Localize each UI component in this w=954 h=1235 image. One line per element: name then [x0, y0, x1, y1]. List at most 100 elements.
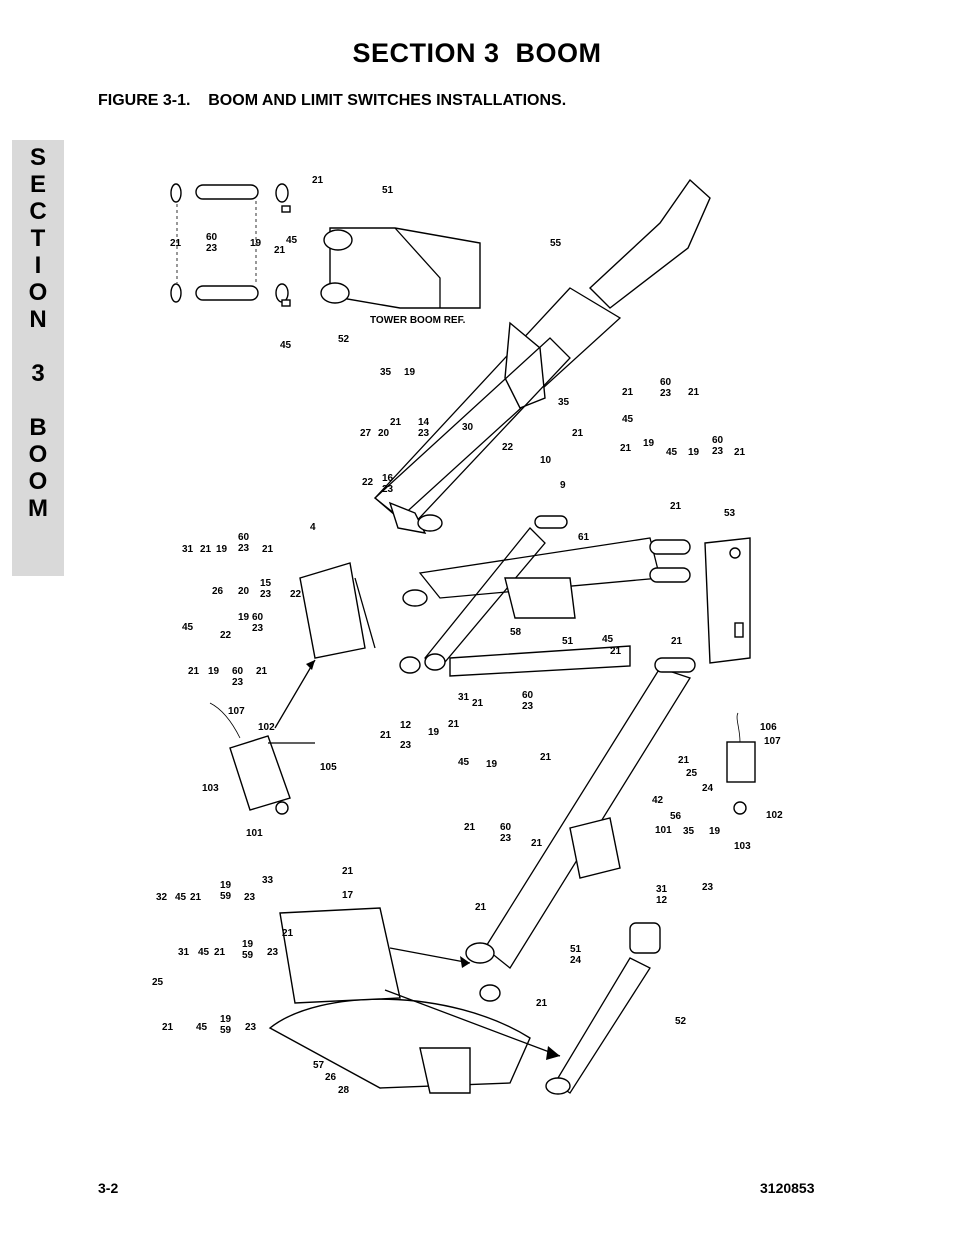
section-title: SECTION 3 BOOM [352, 38, 602, 68]
callout-number: 21 [475, 902, 487, 913]
side-tab-letter: E [29, 171, 46, 198]
callout-number: 12 [656, 895, 668, 906]
bracket-4 [299, 562, 376, 659]
cylinder-9 [424, 515, 568, 671]
main-boom [374, 337, 571, 534]
callout-number: 106 [760, 722, 777, 733]
callout-number: 102 [258, 722, 275, 733]
page-number: 3-2 [98, 1180, 119, 1196]
cylinder-58 [399, 645, 631, 677]
callout-number: 16 [382, 473, 394, 484]
callout-number: 23 [238, 543, 250, 554]
callout-number: 19 [220, 880, 232, 891]
callout-number: 19 [250, 238, 262, 249]
tower-boom-ref-note: TOWER BOOM REF. [370, 315, 466, 326]
callout-number: 23 [418, 428, 430, 439]
callout-number: 61 [578, 532, 590, 543]
callout-number: 21 [610, 646, 622, 657]
callout-number: 23 [702, 882, 714, 893]
callout-number: 21 [620, 443, 632, 454]
callout-number: 45 [182, 622, 194, 633]
callout-number: 59 [220, 1025, 232, 1036]
callout-number: 107 [764, 736, 781, 747]
side-tab-letter: T [30, 225, 46, 252]
callout-number: 19 [242, 939, 254, 950]
callout-number: 45 [280, 340, 292, 351]
callout-number: 10 [540, 455, 552, 466]
callout-number: 15 [260, 578, 272, 589]
callout-number: 45 [198, 947, 210, 958]
side-tab-letter: O [28, 279, 48, 306]
callout-number: 60 [206, 232, 218, 243]
callout-number: 55 [550, 238, 562, 249]
callout-number: 23 [244, 892, 256, 903]
callout-number: 19 [486, 759, 498, 770]
callout-number: 18 [150, 168, 162, 171]
callout-number: 45 [196, 1022, 208, 1033]
callout-number: 21 [256, 666, 268, 677]
callout-number: 21 [274, 245, 286, 256]
callout-number: 19 [208, 666, 220, 677]
callout-number: 60 [238, 532, 250, 543]
side-tab-letter: N [29, 306, 47, 333]
side-tab-letter: I [34, 252, 42, 279]
callout-number: 33 [262, 875, 274, 886]
callout-number: 60 [660, 377, 672, 388]
callout-number: 21 [536, 998, 548, 1009]
callout-number: 23 [206, 243, 218, 254]
callout-number: 20 [378, 428, 390, 439]
callout-number: 26 [325, 1072, 337, 1083]
side-tab-letter: O [28, 441, 48, 468]
callout-number: 102 [766, 810, 783, 821]
callout-number: 19 [428, 727, 440, 738]
callout-number: 53 [724, 508, 736, 519]
pin-group-upper [170, 183, 291, 307]
callout-number: 14 [418, 417, 430, 428]
callout-number: 25 [152, 977, 164, 988]
callout-number: 21 [540, 752, 552, 763]
callout-number: 32 [156, 892, 168, 903]
callout-number: 23 [522, 701, 534, 712]
side-tab-letter: S [29, 144, 46, 171]
callout-number: 22 [502, 442, 514, 453]
callout-number: 19 [688, 447, 700, 458]
callout-number: 21 [380, 730, 392, 741]
callout-number: 23 [232, 677, 244, 688]
callout-number: 23 [712, 446, 724, 457]
callout-number: 23 [260, 589, 272, 600]
callout-number: 21 [342, 866, 354, 877]
callout-number: 21 [390, 417, 402, 428]
callout-number: 21 [671, 636, 683, 647]
callout-number: 45 [458, 757, 470, 768]
callout-number: 4 [310, 522, 316, 533]
callout-number: 21 [282, 928, 294, 939]
callout-number: 56 [670, 811, 682, 822]
callout-number: 103 [734, 841, 751, 852]
side-tab-letter: 3 [31, 360, 45, 387]
callout-number: 21 [734, 447, 746, 458]
callout-number: 45 [622, 414, 634, 425]
callout-number: 21 [572, 428, 584, 439]
diagram-canvas: 2151216023192145554552351921142335212160… [150, 168, 783, 1096]
pivot-assembly [402, 537, 691, 619]
callout-number: 105 [320, 762, 337, 773]
callout-number: 52 [675, 1016, 687, 1027]
callout-number: 22 [290, 589, 302, 600]
callout-number: 17 [342, 890, 354, 901]
cylinder-57 [545, 922, 661, 1095]
callout-number: 103 [202, 783, 219, 794]
callout-number: 35 [683, 826, 695, 837]
callout-number: 45 [666, 447, 678, 458]
figure-title: FIGURE 3-1. BOOM AND LIMIT SWITCHES INST… [98, 92, 567, 109]
callout-number: 101 [655, 825, 672, 836]
callout-number: 21 [678, 755, 690, 766]
callout-number: 19 [238, 612, 250, 623]
callout-number: 51 [570, 944, 582, 955]
callout-number: 21 [188, 666, 200, 677]
callout-number: 60 [500, 822, 512, 833]
plate-53 [704, 537, 751, 664]
side-tab-letter: M [28, 495, 48, 522]
